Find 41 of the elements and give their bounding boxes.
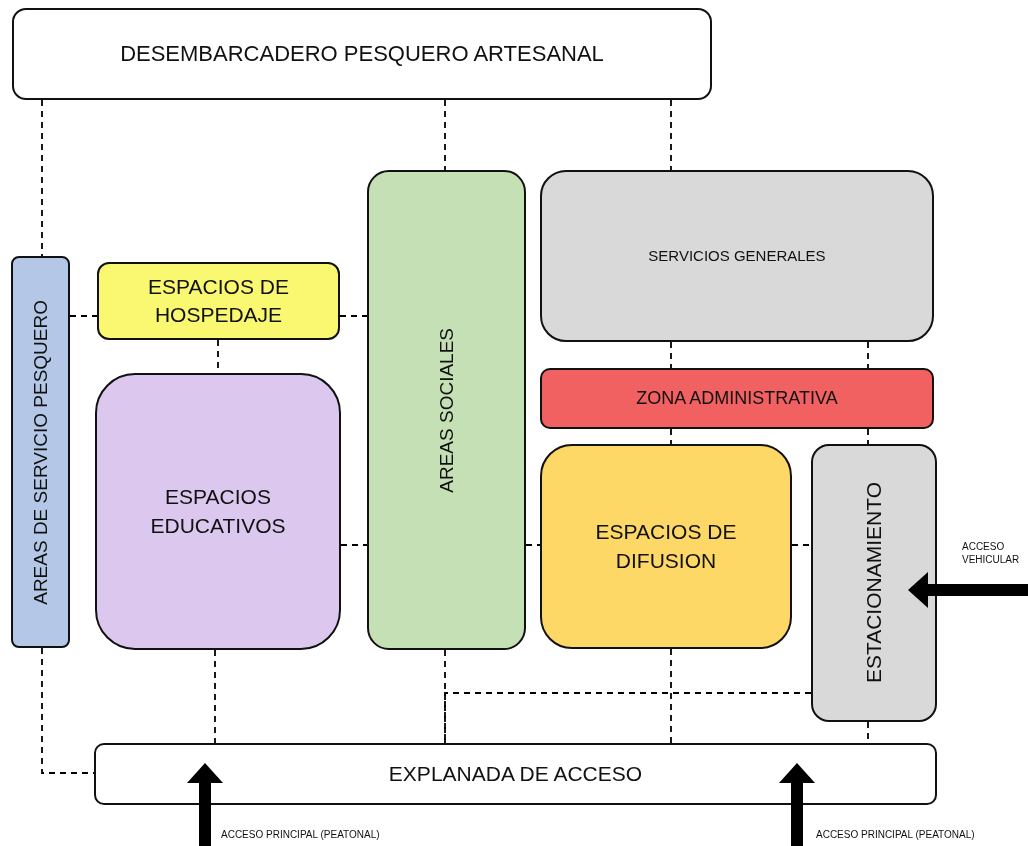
access-arrow xyxy=(908,572,1028,608)
connector-line xyxy=(69,315,98,317)
connector-line xyxy=(214,649,216,744)
connector-line xyxy=(867,428,869,445)
connector-line xyxy=(670,99,672,171)
zone-box xyxy=(97,262,340,340)
access-box xyxy=(94,743,937,805)
zone-box xyxy=(811,444,937,722)
zone-label: SERVICIOS GENERALES xyxy=(648,245,826,266)
zone-box xyxy=(540,444,792,649)
zone-label: EXPLANADA DE ACCESO xyxy=(388,760,643,787)
access-label: ACCESO PRINCIPAL (PEATONAL) xyxy=(816,828,975,841)
connector-line xyxy=(670,341,672,369)
zone-label: DESEMBARCADERO PESQUERO ARTESANAL xyxy=(120,40,604,69)
access-arrow xyxy=(187,763,223,846)
zone-label: ESTACIONAMIENTO xyxy=(860,482,886,684)
zone-box xyxy=(95,373,341,650)
connector-line xyxy=(339,315,368,317)
access-label: ACCESO PRINCIPAL (PEATONAL) xyxy=(221,828,380,841)
connector-line xyxy=(444,99,446,171)
connector-line xyxy=(670,428,672,445)
zone-box xyxy=(367,170,526,650)
access-arrow xyxy=(779,763,815,846)
zone-label: ESPACIOS DE HOSPEDAJE xyxy=(147,273,290,328)
connector-line xyxy=(791,544,812,546)
connector-line xyxy=(340,544,368,546)
zone-box xyxy=(540,170,934,342)
zone-label: ZONA ADMINISTRATIVA xyxy=(636,387,838,411)
connector-line xyxy=(444,649,446,744)
title-box xyxy=(12,8,712,100)
zone-box xyxy=(11,256,70,648)
connector-line xyxy=(867,341,869,369)
zone-label: ESPACIOS DE DIFUSION xyxy=(594,519,738,574)
connector-line xyxy=(525,544,541,546)
connector-line xyxy=(670,648,672,744)
access-label: ACCESO VEHICULAR xyxy=(962,540,1021,566)
connector-line xyxy=(41,99,43,257)
zone-box xyxy=(540,368,934,429)
zone-label: AREAS DE SERVICIO PESQUERO xyxy=(28,299,52,605)
zone-label: ESPACIOS EDUCATIVOS xyxy=(149,484,287,539)
zone-label: AREAS SOCIALES xyxy=(434,327,458,493)
